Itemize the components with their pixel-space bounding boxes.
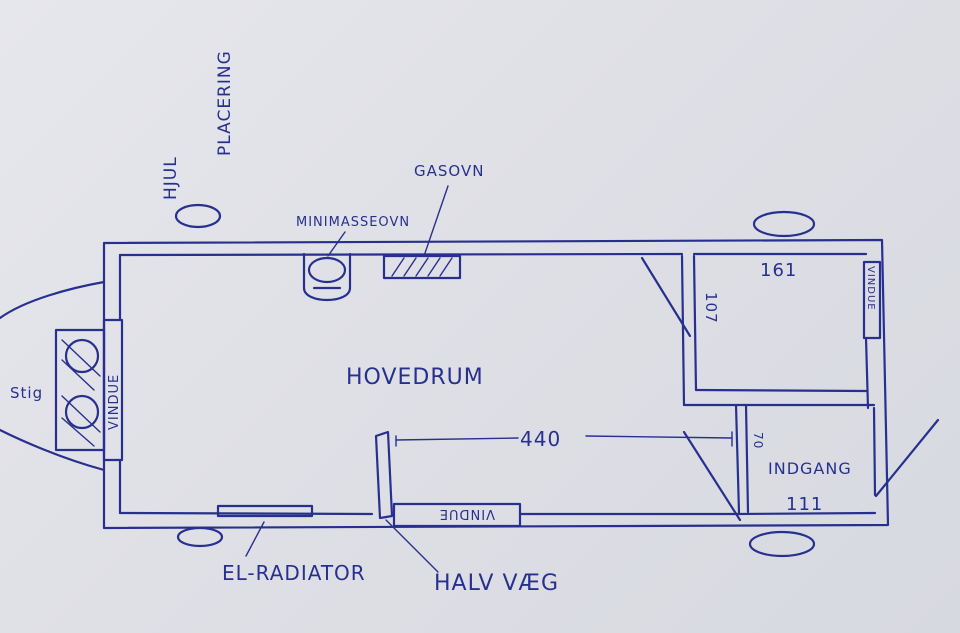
inner-wall-top-main bbox=[118, 252, 684, 257]
dim-440-label: 440 bbox=[520, 427, 561, 451]
window-right-label: VINDUE bbox=[865, 266, 876, 311]
inner-wall-right-lower bbox=[872, 406, 877, 497]
dim-440-line-left bbox=[395, 437, 519, 441]
half-wall-leader-line bbox=[385, 519, 439, 573]
entrance-door-line bbox=[874, 418, 940, 498]
entry-door-swing bbox=[682, 430, 742, 522]
wheel-marker-bottom-right bbox=[748, 530, 816, 558]
hitch-and-steps: Stig bbox=[0, 280, 106, 472]
radiator-leader-line bbox=[245, 521, 265, 557]
inner-wall-right-mid bbox=[864, 336, 870, 410]
half-wall: HALV VÆG bbox=[374, 430, 559, 596]
minimasseovn-label: MINIMASSEOVN bbox=[296, 215, 410, 230]
room-door-swing bbox=[640, 256, 692, 338]
dimension-440: 440 bbox=[395, 427, 733, 451]
hjul-label-line1: HJUL bbox=[161, 156, 181, 200]
gasovn-label: GASOVN bbox=[414, 162, 484, 180]
step-circle-top bbox=[64, 338, 100, 374]
hitch-line-bottom bbox=[0, 428, 106, 472]
window-bottom-label: VINDUE bbox=[439, 506, 495, 521]
halv-vaeg-label: HALV VÆG bbox=[434, 571, 559, 596]
steps-hatching bbox=[61, 339, 101, 447]
stove-top bbox=[307, 256, 347, 284]
half-wall-shape bbox=[374, 430, 394, 520]
stove-leader-line bbox=[327, 231, 346, 257]
inner-wall-bottom-right bbox=[736, 511, 877, 516]
hovedrum-label: HOVEDRUM bbox=[346, 365, 484, 390]
radiator-rect bbox=[216, 504, 314, 518]
steps-box bbox=[54, 328, 106, 452]
outer-wall-outline bbox=[102, 238, 890, 530]
step-circle-bottom bbox=[64, 394, 100, 430]
dim-111-label: 111 bbox=[786, 494, 823, 515]
indgang-label: INDGANG bbox=[768, 459, 852, 478]
stove-body bbox=[302, 252, 352, 301]
dim-440-line-right bbox=[585, 435, 733, 439]
stig-label: Stig bbox=[10, 384, 43, 402]
window-bottom: VINDUE bbox=[392, 502, 522, 528]
window-bottom-frame bbox=[392, 502, 522, 528]
dim-161-label: 161 bbox=[760, 260, 797, 281]
partitions bbox=[640, 254, 876, 522]
window-left-label: VINDUE bbox=[107, 374, 122, 430]
dim-70-label: 70 bbox=[751, 432, 765, 449]
gas-stove-leader-line bbox=[423, 185, 449, 257]
partition-room-left-b bbox=[692, 254, 698, 392]
window-right-frame bbox=[862, 260, 882, 340]
wheel-marker-legend bbox=[174, 203, 222, 229]
gas-stove-hatching bbox=[391, 257, 453, 277]
dim-107-label: 107 bbox=[702, 292, 720, 324]
gas-stove: GASOVN bbox=[382, 162, 484, 280]
window-left: VINDUE bbox=[102, 318, 124, 462]
inner-wall-bottom-left bbox=[118, 511, 374, 516]
outer-walls bbox=[102, 238, 890, 530]
wheel-marker-bottom-left bbox=[176, 526, 224, 548]
hjul-label-line2: PLACERING bbox=[215, 50, 235, 156]
electric-radiator: EL-RADIATOR bbox=[216, 504, 366, 585]
mini-mass-stove: MINIMASSEOVN bbox=[296, 215, 410, 301]
partition-entry-a bbox=[734, 403, 741, 515]
window-right: VINDUE bbox=[862, 260, 882, 340]
el-radiator-label: EL-RADIATOR bbox=[222, 561, 366, 585]
wheel-marker-top-right bbox=[752, 210, 816, 238]
hitch-line-top bbox=[0, 280, 106, 320]
partition-entry-b bbox=[744, 403, 750, 514]
entrance: 70 INDGANG 111 bbox=[751, 418, 940, 515]
wheel-positions: HJUL PLACERING bbox=[161, 50, 816, 558]
gas-stove-rect bbox=[382, 254, 462, 280]
partition-room-left-a bbox=[680, 254, 686, 407]
partition-room-bottom-b bbox=[694, 388, 868, 393]
